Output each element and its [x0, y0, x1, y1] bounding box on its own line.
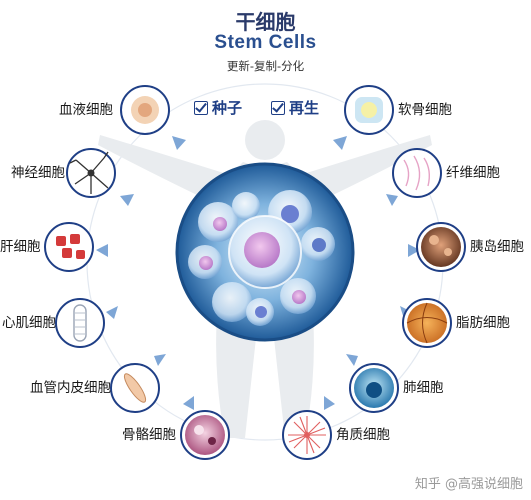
- check-box-icon: [194, 100, 208, 115]
- arrow-icon: [346, 354, 358, 366]
- label-lung-cell: 肺细胞: [403, 380, 444, 396]
- islet-cell-icon: [416, 222, 466, 272]
- label-bone-cell: 骨骼细胞: [122, 427, 176, 443]
- arrow-icon: [172, 136, 186, 150]
- arrow-icon: [154, 354, 166, 366]
- keratinocyte-icon: [282, 410, 332, 460]
- title-en: Stem Cells: [214, 32, 317, 53]
- arrow-icon: [106, 306, 118, 319]
- fiber-cell-icon: [392, 148, 442, 198]
- neuron-icon: [66, 148, 116, 198]
- watermark: 知乎 @高强说细胞: [414, 477, 523, 492]
- feature-label: 再生: [289, 99, 320, 117]
- fat-cell-icon: [402, 298, 452, 348]
- arrow-icon: [408, 244, 420, 257]
- feature-regeneration: 再生: [271, 97, 319, 118]
- endothelial-cell-icon: [110, 363, 160, 413]
- arrow-icon: [333, 136, 347, 150]
- stem-cell-cluster-icon: [175, 162, 355, 342]
- label-endothelial-cell: 血管内皮细胞: [30, 380, 111, 396]
- label-cartilage-cell: 软骨细胞: [398, 102, 452, 118]
- cartilage-cell-icon: [344, 85, 394, 135]
- arrow-icon: [183, 396, 194, 410]
- blood-cell-icon: [120, 85, 170, 135]
- label-islet-cell: 胰岛细胞: [470, 239, 524, 255]
- arrow-icon: [96, 244, 108, 257]
- feature-seed: 种子: [194, 97, 242, 118]
- arrow-icon: [324, 396, 335, 410]
- label-fat-cell: 脂肪细胞: [456, 315, 510, 331]
- label-blood-cell: 血液细胞: [59, 102, 113, 118]
- liver-cell-icon: [44, 222, 94, 272]
- arrow-icon: [120, 194, 134, 206]
- bone-cell-icon: [180, 410, 230, 460]
- label-nerve-cell: 神经细胞: [11, 165, 65, 181]
- title-cn: 干细胞: [235, 10, 296, 34]
- arrow-icon: [386, 194, 398, 206]
- feature-label: 种子: [212, 99, 243, 117]
- lung-cell-icon: [349, 363, 399, 413]
- check-box-icon: [271, 100, 285, 115]
- subtitle: 更新-复制-分化: [226, 59, 305, 73]
- label-fiber-cell: 纤维细胞: [446, 165, 500, 181]
- arrows: [96, 136, 420, 410]
- label-keratin-cell: 角质细胞: [336, 427, 390, 443]
- cardiac-muscle-cell-icon: [55, 298, 105, 348]
- label-cardiac-cell: 心肌细胞: [2, 315, 56, 331]
- label-liver-cell: 肝细胞: [0, 239, 41, 255]
